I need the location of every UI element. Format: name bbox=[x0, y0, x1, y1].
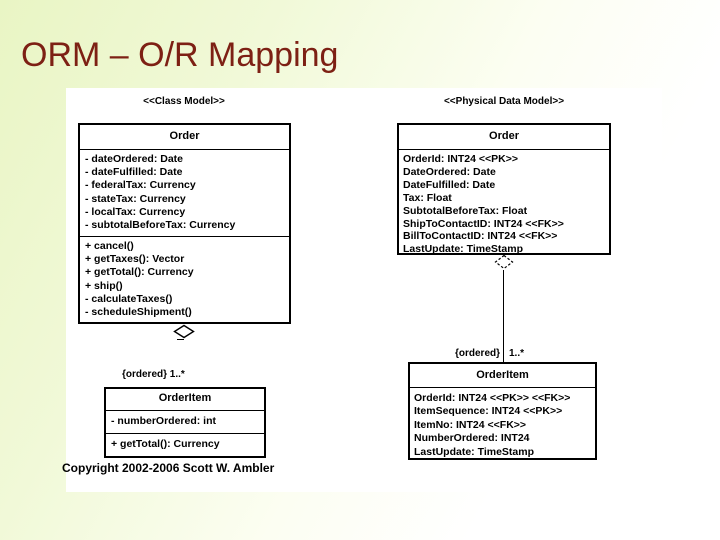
table-orderitem-box: OrderItem OrderId: INT24 <<PK>> <<FK>> I… bbox=[408, 362, 597, 460]
class-order-box: Order - dateOrdered: Date - dateFulfille… bbox=[78, 123, 291, 324]
class-orderitem-box: OrderItem - numberOrdered: int + getTota… bbox=[104, 387, 266, 458]
operation-row: + ship() bbox=[85, 279, 123, 292]
column-row: DateOrdered: Date bbox=[403, 165, 496, 178]
aggregation-stub-line bbox=[177, 339, 184, 340]
association-connector-line bbox=[503, 270, 504, 362]
attribute-row: - dateOrdered: Date bbox=[85, 153, 184, 165]
aggregation-diamond-icon bbox=[173, 324, 195, 339]
table-order-title: Order bbox=[489, 130, 519, 142]
operation-row: - calculateTaxes() bbox=[85, 292, 173, 305]
operation-row: - scheduleShipment() bbox=[85, 306, 192, 319]
operation-row: + cancel() bbox=[85, 240, 134, 252]
column-row: OrderId: INT24 <<PK>> <<FK>> bbox=[414, 392, 571, 404]
class-orderitem-title: OrderItem bbox=[158, 392, 212, 404]
column-row: ItemNo: INT24 <<FK>> bbox=[414, 418, 527, 431]
column-row: ItemSequence: INT24 <<PK>> bbox=[414, 405, 563, 418]
class-model-stereotype: <<Class Model>> bbox=[143, 96, 225, 107]
column-row: NumberOrdered: INT24 bbox=[414, 432, 530, 445]
attribute-row: - subtotalBeforeTax: Currency bbox=[85, 219, 236, 232]
association-label: {ordered} 1..* bbox=[122, 369, 185, 380]
column-row: LastUpdate: TimeStamp bbox=[403, 243, 523, 253]
class-orderitem-attributes: - numberOrdered: int bbox=[106, 410, 264, 433]
operation-row: + getTotal(): Currency bbox=[85, 266, 194, 279]
table-orderitem-title: OrderItem bbox=[476, 369, 529, 381]
physical-model-stereotype: <<Physical Data Model>> bbox=[443, 96, 565, 107]
table-order-box: Order OrderId: INT24 <<PK>> DateOrdered:… bbox=[397, 123, 611, 255]
association-multiplicity-label: 1..* bbox=[509, 348, 525, 359]
class-order-operations: + cancel() + getTaxes(): Vector + getTot… bbox=[80, 236, 289, 322]
column-row: SubtotalBeforeTax: Float bbox=[403, 204, 528, 217]
column-row: OrderId: INT24 <<PK>> bbox=[403, 153, 518, 165]
class-order-attributes: - dateOrdered: Date - dateFulfilled: Dat… bbox=[80, 149, 289, 236]
attribute-row: - numberOrdered: int bbox=[111, 415, 217, 427]
operation-row: + getTaxes(): Vector bbox=[85, 253, 185, 266]
association-ordered-label: {ordered} bbox=[454, 348, 500, 359]
class-order-title: Order bbox=[169, 130, 200, 142]
column-row: LastUpdate: TimeStamp bbox=[414, 445, 534, 458]
copyright-text: Copyright 2002-2006 Scott W. Ambler bbox=[62, 461, 275, 475]
column-row: BillToContactID: INT24 <<FK>> bbox=[403, 230, 558, 243]
attribute-row: - dateFulfilled: Date bbox=[85, 166, 183, 179]
dashed-aggregation-diamond-icon bbox=[494, 254, 514, 270]
attribute-row: - federalTax: Currency bbox=[85, 179, 196, 192]
table-order-columns: OrderId: INT24 <<PK>> DateOrdered: Date … bbox=[399, 149, 609, 253]
page-title: ORM – O/R Mapping bbox=[21, 36, 339, 74]
attribute-row: - localTax: Currency bbox=[85, 205, 186, 218]
column-row: DateFulfilled: Date bbox=[403, 178, 496, 191]
table-orderitem-columns: OrderId: INT24 <<PK>> <<FK>> ItemSequenc… bbox=[410, 387, 595, 458]
class-orderitem-operations: + getTotal(): Currency bbox=[106, 433, 264, 456]
column-row: ShipToContactID: INT24 <<FK>> bbox=[403, 217, 564, 230]
column-row: Tax: Float bbox=[403, 191, 452, 204]
operation-row: + getTotal(): Currency bbox=[111, 438, 220, 450]
attribute-row: - stateTax: Currency bbox=[85, 192, 186, 205]
